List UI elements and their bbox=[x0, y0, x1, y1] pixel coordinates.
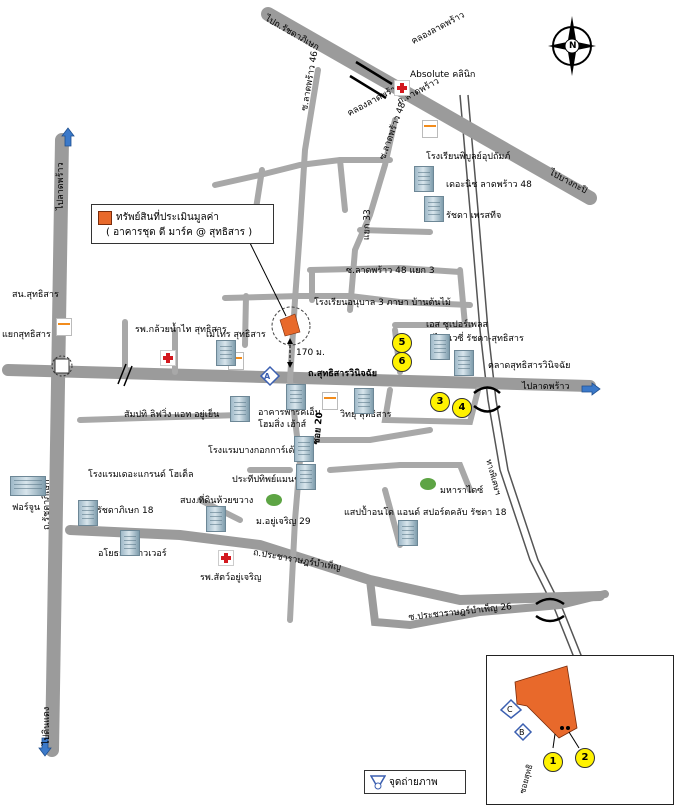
label-sawasdee-resort: แสปป้ำอนโด แอนด์ สปอร์ตคลับ รัชดา 18 bbox=[344, 508, 507, 518]
label-sutthisan-road: ถ.สุทธิสารวินิจฉัย bbox=[308, 369, 378, 379]
label-yaek-33: แยก 33 bbox=[362, 209, 374, 241]
legend-property-title: ทรัพย์สินที่ประเมินมูลค่า bbox=[116, 212, 219, 223]
photo-legend: จุดถ่ายภาพ bbox=[364, 770, 466, 794]
photo-legend-label: จุดถ่ายภาพ bbox=[389, 777, 438, 788]
label-to-lat-phrao-left: ไปลาดพร้าว bbox=[56, 162, 66, 210]
photo-point-c-icon bbox=[499, 698, 523, 719]
label-ratchada-soi18: ซ.รัชดาภิเษก 18 bbox=[88, 506, 154, 516]
label-lat-phrao-soi48-3: ซ.ลาดพร้าว 48 แยก 3 bbox=[346, 266, 435, 276]
property-circle bbox=[271, 306, 311, 346]
label-hotel-grand: โรงแรมเดอะแกรนด์ โฮเต็ล bbox=[88, 470, 194, 480]
building-icon bbox=[294, 436, 314, 462]
junction-sign-icon bbox=[54, 358, 70, 374]
building-icon bbox=[10, 476, 46, 496]
inset-point-b: B bbox=[519, 728, 525, 737]
road-pracha-rat bbox=[65, 525, 605, 606]
point-marker-6: 6 bbox=[392, 352, 412, 372]
property-swatch-icon bbox=[98, 211, 112, 225]
label-soi-charoen29: ม.อยู่เจริญ 29 bbox=[256, 517, 311, 527]
compass-north-label: N bbox=[569, 41, 577, 51]
building-icon bbox=[454, 350, 474, 376]
tree-icon bbox=[420, 478, 436, 490]
arrow-up-icon bbox=[61, 127, 75, 147]
hospital-cross-icon bbox=[218, 550, 234, 566]
label-s-place: เอส ซูเปอร์เพลส bbox=[426, 320, 488, 330]
label-ratchada-center: สบง.ที่ดินห้วยขวาง bbox=[180, 496, 254, 506]
label-to-din-daeng: ไปดินแดง bbox=[42, 706, 52, 745]
road-ratchada bbox=[45, 133, 69, 757]
building-icon bbox=[354, 388, 374, 414]
building-icon bbox=[230, 396, 250, 422]
hospital-cross-icon bbox=[160, 350, 176, 366]
label-distance: 170 ม. bbox=[296, 348, 325, 358]
road-sutthisan bbox=[2, 364, 596, 392]
label-hospital-yu-charoen: รพ.สัตว์อยู่เจริญ bbox=[200, 573, 262, 583]
expressway-crossings bbox=[349, 60, 565, 623]
photo-point-a-label: A bbox=[264, 372, 271, 381]
legend-property-subtitle: ( อาคารชุด ดี มาร์ค @ สุทธิสาร ) bbox=[106, 227, 253, 238]
label-mahanakhon: มหาราไดซ์ bbox=[440, 486, 484, 496]
inset-map: C B 1 2 ซอยสุทธิ bbox=[486, 655, 674, 805]
inset-point-c: C bbox=[507, 705, 513, 714]
point-marker-1: 1 bbox=[543, 752, 563, 772]
building-icon bbox=[398, 520, 418, 546]
inset-property-icon bbox=[514, 665, 578, 739]
label-wit-sutthisan: วิทยุ สุทธิสาร bbox=[340, 410, 392, 420]
major-roads bbox=[2, 7, 609, 757]
seven-eleven-icon bbox=[56, 318, 72, 336]
seven-eleven-icon bbox=[422, 120, 438, 138]
label-hotel-bangkok: โรงแรมบางกอกการ์เด้นท์ bbox=[208, 446, 307, 456]
label-to-lat-phrao-right: ไปลาดพร้าว bbox=[522, 382, 570, 392]
label-sub-plaza: อาคารพาร์คเอ็น bbox=[258, 408, 321, 418]
building-icon bbox=[78, 500, 98, 526]
label-ratchada-place: รัชดา เพรสทีจ bbox=[446, 211, 502, 221]
point-marker-2: 2 bbox=[575, 748, 595, 768]
building-icon bbox=[414, 166, 434, 192]
label-home-place: โฮมสิ่ง เฮ้าส์ bbox=[258, 420, 307, 430]
property-legend: ทรัพย์สินที่ประเมินมูลค่า ( อาคารชุด ดี … bbox=[91, 204, 274, 244]
road-break-marks bbox=[117, 363, 133, 387]
label-hospital-kluay: รพ.กล้วยน้ำไท สุทธิสาร bbox=[135, 325, 227, 335]
legend-leader-line bbox=[249, 242, 287, 317]
label-yaek-sutthisan: แยกสุทธิสาร bbox=[2, 330, 51, 340]
hospital-cross-icon bbox=[394, 80, 410, 96]
label-fortune-town: ฟอร์จูน bbox=[12, 503, 41, 513]
building-icon bbox=[430, 334, 450, 360]
building-icon bbox=[296, 464, 316, 490]
label-absolute-clinic: Absolute คลินิก bbox=[410, 70, 476, 80]
point-marker-4: 4 bbox=[452, 398, 472, 418]
label-the-nich: เดอะนิช ลาดพร้าว 48 bbox=[446, 180, 532, 190]
road-pracha-rat-soi26 bbox=[366, 576, 609, 630]
building-icon bbox=[286, 384, 306, 410]
photo-point-b-icon bbox=[513, 722, 533, 742]
camera-point-icon bbox=[370, 775, 386, 790]
label-school-phiboon: โรงเรียนพิบูลย์อุปถัมภ์ bbox=[426, 152, 511, 162]
tree-icon bbox=[266, 494, 282, 506]
building-icon bbox=[206, 506, 226, 532]
direction-arrows bbox=[38, 127, 601, 757]
photo-point-a-icon bbox=[259, 365, 281, 387]
label-market-sutthisan: ตลาดสุทธิสารวินิจฉัย bbox=[488, 361, 571, 371]
property-marker-icon bbox=[279, 313, 301, 337]
arrow-right-icon bbox=[581, 382, 601, 396]
building-icon bbox=[424, 196, 444, 222]
minor-roads bbox=[77, 67, 481, 623]
point-marker-3: 3 bbox=[430, 392, 450, 412]
building-icon bbox=[120, 530, 140, 556]
seven-eleven-icon bbox=[322, 392, 338, 410]
label-modern-ratchada: ไพรเวซี่ รัชดา-สุทธิสาร bbox=[434, 334, 524, 344]
arrow-down-icon bbox=[38, 737, 52, 757]
label-metro-sutthisan: เมโทร สุทธิสาร bbox=[206, 330, 266, 340]
road-lat-phrao bbox=[261, 7, 597, 205]
point-marker-5: 5 bbox=[392, 333, 412, 353]
label-prathip-mansion: ประทีปทิพย์แมนชั่น bbox=[232, 475, 307, 485]
label-kindergarten: โรงเรียนอนุบาล 3 ภาษา บ้านต้นไม้ bbox=[314, 298, 451, 308]
label-police-sutthisan: สน.สุทธิสาร bbox=[12, 290, 59, 300]
building-icon bbox=[216, 340, 236, 366]
label-central-home: สัมปทิ ลิฟวิ่ง แอท อยู่เย็น bbox=[124, 410, 220, 420]
inset-drawing bbox=[499, 665, 580, 749]
compass-icon bbox=[548, 16, 596, 76]
